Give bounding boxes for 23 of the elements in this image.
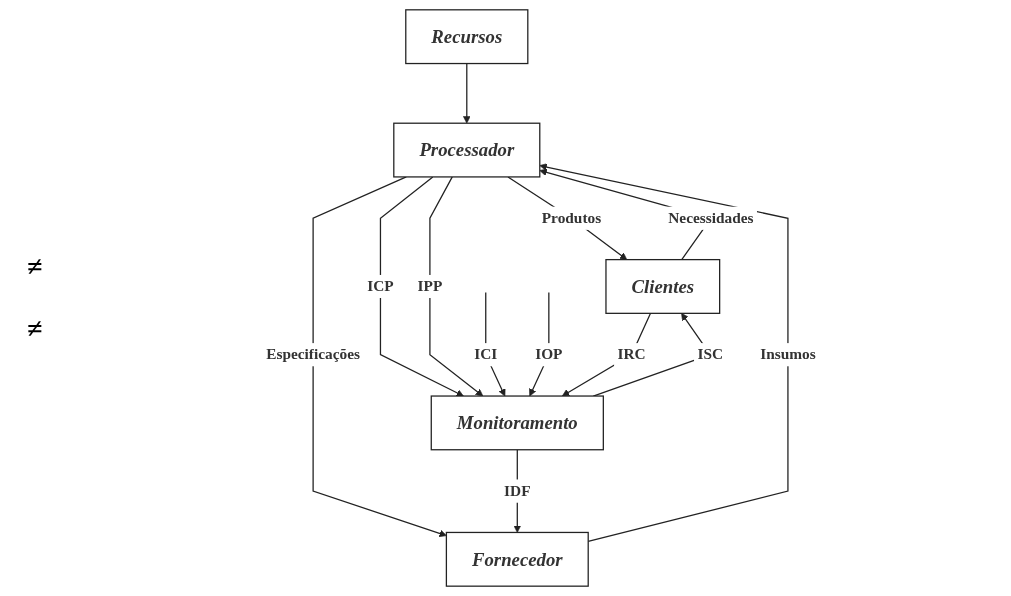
edge-label: Necessidades [667,209,754,227]
edge-label: ISC [697,345,723,363]
node-box: Recursos [404,9,528,65]
edge-label: ICI [473,345,497,363]
arrow [462,62,471,124]
edge-label: IPP [417,277,442,295]
arrow [379,176,464,397]
arrow [506,176,627,260]
edge-label: IOP [534,345,563,363]
not-equal-sign: ≠ [27,251,43,283]
arrow [561,312,651,397]
edge-label: ICP [366,277,394,295]
node-box: Fornecedor [445,531,589,587]
edge-label: Especificações [265,345,360,363]
not-equal-sign: ≠ [27,313,43,345]
node-box: Monitoramento [430,395,604,451]
edge-label: Insumos [759,345,816,363]
edge-label: Produtos [541,209,601,227]
edge-label: IDF [503,482,531,500]
node-box: Processador [392,122,540,178]
arrow [428,176,483,397]
node-box: Clientes [604,259,720,314]
edge-label: IRC [617,345,646,363]
